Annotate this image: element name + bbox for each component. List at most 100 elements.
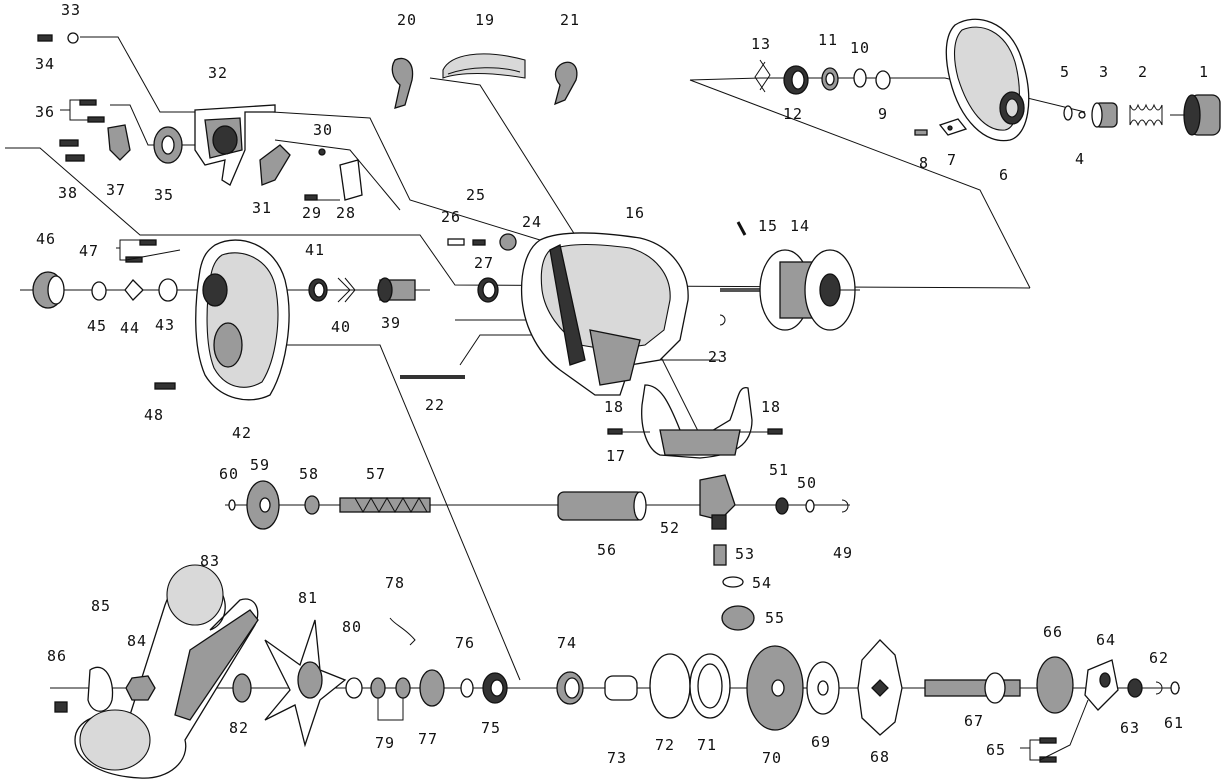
washer-45	[91, 281, 107, 301]
clip-40	[337, 277, 351, 303]
label-5: 5	[1060, 63, 1070, 81]
label-3: 3	[1099, 63, 1109, 81]
label-81: 81	[298, 589, 318, 607]
washer-10	[853, 68, 867, 88]
washer-54	[722, 576, 744, 588]
top-parts-group	[391, 53, 578, 109]
label-53: 53	[735, 545, 755, 563]
label-37: 37	[106, 181, 126, 199]
star-drag-knob-1	[1170, 94, 1221, 136]
bearing-63	[1127, 678, 1143, 698]
label-19: 19	[475, 11, 495, 29]
label-57: 57	[366, 465, 386, 483]
label-43: 43	[155, 316, 175, 334]
clip-62	[1155, 681, 1163, 695]
label-84: 84	[127, 632, 147, 650]
label-44: 44	[120, 319, 140, 337]
clip-23	[719, 314, 726, 326]
washer-9	[875, 70, 891, 90]
label-69: 69	[811, 733, 831, 751]
handle-drive-group	[54, 564, 1180, 779]
plate-28	[339, 159, 363, 201]
label-14: 14	[790, 217, 810, 235]
washer-61	[1170, 681, 1180, 695]
label-1: 1	[1199, 63, 1209, 81]
line-guide-52	[699, 474, 736, 521]
label-78: 78	[385, 574, 405, 592]
label-71: 71	[697, 736, 717, 754]
label-59: 59	[250, 456, 270, 474]
label-52: 52	[660, 519, 680, 537]
label-86: 86	[47, 647, 67, 665]
label-2: 2	[1138, 63, 1148, 81]
lever-21	[554, 61, 578, 106]
sleeve-73	[604, 675, 638, 701]
label-82: 82	[229, 719, 249, 737]
drive-shaft-67	[924, 679, 1021, 697]
pin-15	[736, 221, 747, 236]
screw-38b	[65, 154, 85, 162]
screw-36a	[79, 99, 97, 106]
lever-31	[259, 144, 291, 186]
left-side-plate-group	[32, 239, 416, 401]
label-24: 24	[522, 213, 542, 231]
label-68: 68	[870, 748, 890, 766]
label-4: 4	[1075, 150, 1085, 168]
bearing-58	[304, 495, 320, 515]
screw-38a	[59, 139, 79, 147]
spring-2	[1129, 103, 1163, 127]
gear-66	[1036, 656, 1074, 714]
ring-4	[1078, 111, 1086, 119]
label-46: 46	[36, 230, 56, 248]
label-38: 38	[58, 184, 78, 202]
label-9: 9	[878, 105, 888, 123]
label-40: 40	[331, 318, 351, 336]
label-34: 34	[35, 55, 55, 73]
screw-47a	[139, 239, 157, 246]
label-76: 76	[455, 634, 475, 652]
label-58: 58	[299, 465, 319, 483]
label-77: 77	[418, 730, 438, 748]
label-62: 62	[1149, 649, 1169, 667]
pawl-53	[713, 544, 727, 566]
label-47: 47	[79, 242, 99, 260]
spring-25	[472, 239, 486, 246]
screw-34	[37, 34, 53, 42]
label-70: 70	[762, 749, 782, 767]
label-73: 73	[607, 749, 627, 767]
spool-group	[720, 221, 860, 331]
label-41: 41	[305, 241, 325, 259]
label-64: 64	[1096, 631, 1116, 649]
washer-43	[158, 278, 178, 302]
label-48: 48	[144, 406, 164, 424]
pin-30	[318, 148, 326, 156]
label-31: 31	[252, 199, 272, 217]
clip-60	[228, 499, 236, 511]
plate-85	[87, 666, 114, 712]
label-28: 28	[336, 204, 356, 222]
label-26: 26	[441, 208, 461, 226]
label-67: 67	[964, 712, 984, 730]
clip-13	[754, 61, 766, 93]
label-29: 29	[302, 204, 322, 222]
label-32: 32	[208, 64, 228, 82]
center-frame-group	[400, 232, 783, 459]
cap-55	[721, 605, 755, 631]
label-85: 85	[91, 597, 111, 615]
washer-33	[67, 32, 79, 44]
label-66: 66	[1043, 623, 1063, 641]
bearing-51	[775, 497, 789, 515]
screw-36b	[87, 116, 105, 123]
label-72: 72	[655, 736, 675, 754]
label-30: 30	[313, 121, 333, 139]
left-top-cluster	[37, 32, 363, 201]
screw-18a	[607, 428, 623, 435]
label-60: 60	[219, 465, 239, 483]
worm-shaft-57	[339, 497, 431, 513]
washer-80	[345, 677, 363, 699]
label-33: 33	[61, 1, 81, 19]
label-80: 80	[342, 618, 362, 636]
label-50: 50	[797, 474, 817, 492]
label-12: 12	[783, 105, 803, 123]
label-10: 10	[850, 39, 870, 57]
